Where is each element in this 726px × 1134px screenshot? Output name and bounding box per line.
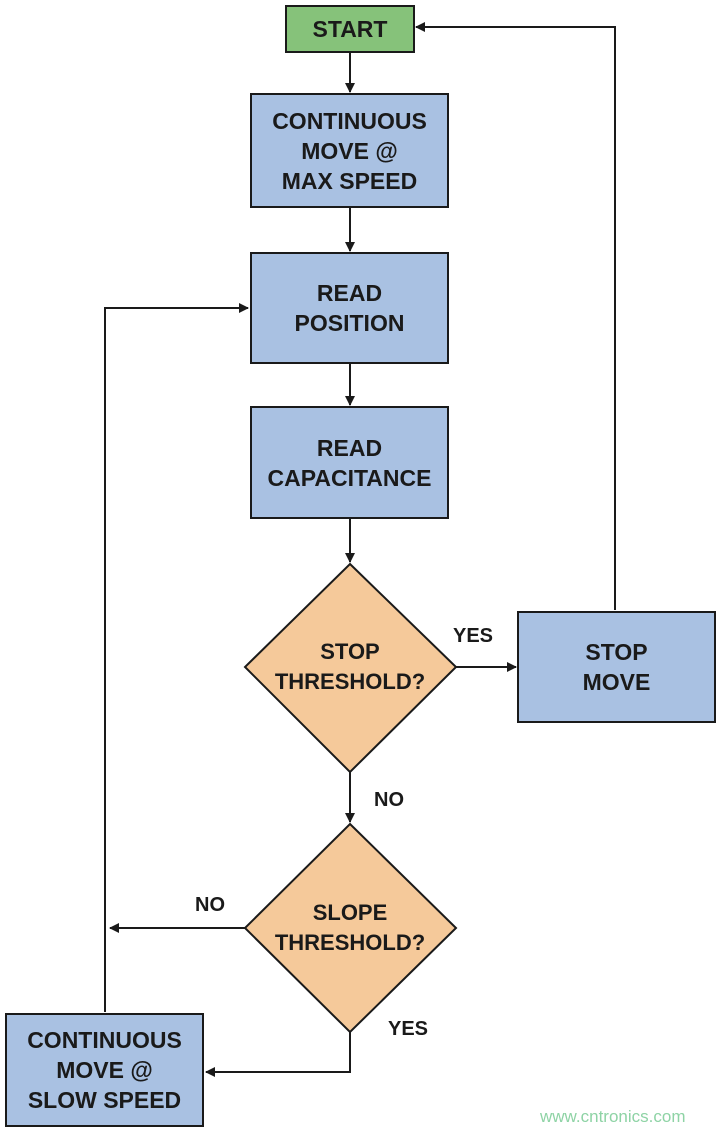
read-capacitance-line-1: READ	[316, 434, 383, 461]
stop-threshold-yes-label: YES	[453, 625, 494, 647]
stop-threshold-line-2: THRESHOLD?	[274, 669, 426, 694]
move-slow-speed-text: CONTINUOUS MOVE @ SLOW SPEED	[27, 1025, 182, 1115]
stop-threshold-no-label: NO	[374, 789, 404, 811]
watermark: www.cntronics.com	[540, 1107, 686, 1126]
stop-threshold-text: STOP THRESHOLD?	[250, 627, 450, 707]
read-capacitance-text: READ CAPACITANCE	[268, 433, 432, 493]
stop-threshold-line-1: STOP	[320, 639, 380, 664]
stop-threshold-diamond	[243, 562, 458, 774]
stop-move-line-1: STOP	[585, 639, 648, 665]
start-node-text: START	[313, 14, 388, 44]
slope-threshold-diamond	[243, 822, 458, 1034]
read-position-text: READ POSITION	[295, 278, 405, 338]
stop-move-node: STOP MOVE	[517, 611, 716, 723]
move-max-speed-node: CONTINUOUS MOVE @ MAX SPEED	[250, 93, 449, 208]
move-max-speed-text: CONTINUOUS MOVE @ MAX SPEED	[272, 106, 427, 196]
stop-move-text: STOP MOVE	[583, 637, 651, 697]
move-slow-line-2: MOVE @	[56, 1057, 153, 1083]
start-label: START	[312, 16, 388, 42]
slope-threshold-text: SLOPE THRESHOLD?	[250, 888, 450, 968]
read-position-line-2: POSITION	[294, 310, 405, 336]
read-capacitance-line-2: CAPACITANCE	[267, 464, 432, 491]
slope-threshold-yes-label: YES	[388, 1018, 429, 1040]
slope-threshold-no-label: NO	[195, 894, 225, 916]
move-max-line-2: MOVE @	[301, 137, 398, 164]
start-node: START	[285, 5, 415, 53]
arrow-move-slow-to-read-position	[104, 303, 249, 1012]
slope-threshold-line-1: SLOPE	[312, 900, 388, 925]
move-slow-line-3: SLOW SPEED	[27, 1087, 182, 1113]
stop-move-line-2: MOVE	[582, 669, 651, 695]
move-max-line-3: MAX SPEED	[281, 167, 418, 194]
move-slow-line-1: CONTINUOUS	[27, 1027, 182, 1053]
read-position-line-1: READ	[316, 280, 383, 306]
move-slow-speed-node: CONTINUOUS MOVE @ SLOW SPEED	[5, 1013, 204, 1127]
arrow-stop-move-to-start	[415, 22, 616, 610]
read-capacitance-node: READ CAPACITANCE	[250, 406, 449, 519]
arrow-slope-threshold-yes	[205, 1032, 351, 1077]
move-max-line-1: CONTINUOUS	[272, 107, 427, 134]
read-position-node: READ POSITION	[250, 252, 449, 364]
slope-threshold-line-2: THRESHOLD?	[274, 930, 426, 955]
